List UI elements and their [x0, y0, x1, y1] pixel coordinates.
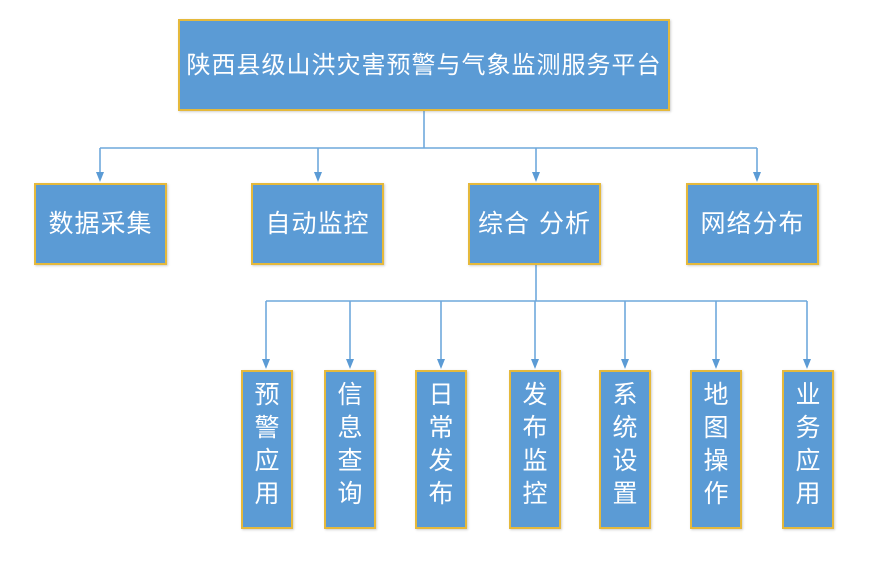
node-level2-auto-monitoring[interactable]: 自动监控	[251, 183, 384, 265]
node-level3-warning-application[interactable]: 预警应用	[241, 370, 293, 529]
level3-connectors	[262, 265, 811, 369]
node-level3-label: 预警应用	[254, 380, 280, 508]
node-level3-label: 系统设置	[612, 380, 638, 508]
level2-connectors	[96, 111, 761, 182]
node-root-platform[interactable]: 陕西县级山洪灾害预警与气象监测服务平台	[178, 19, 670, 111]
node-level3-label: 发布监控	[522, 380, 548, 508]
node-level2-label: 自动监控	[265, 209, 370, 239]
node-level2-data-collection[interactable]: 数据采集	[34, 183, 167, 265]
node-level3-system-settings[interactable]: 系统设置	[599, 370, 651, 529]
node-level3-release-monitoring[interactable]: 发布监控	[509, 370, 561, 529]
node-level2-label: 数据采集	[48, 209, 153, 239]
node-level2-network-distribution[interactable]: 网络分布	[686, 183, 819, 265]
node-level3-label: 日常发布	[428, 380, 454, 508]
node-level3-label: 地图操作	[703, 380, 729, 508]
node-level2-label: 网络分布	[700, 209, 805, 239]
node-level3-label: 信息查询	[337, 380, 363, 508]
node-level3-map-operation[interactable]: 地图操作	[690, 370, 742, 529]
node-level3-information-query[interactable]: 信息查询	[324, 370, 376, 529]
node-level3-label: 业务应用	[795, 380, 821, 508]
node-level2-comprehensive-analysis[interactable]: 综合 分析	[468, 183, 601, 265]
node-root-label: 陕西县级山洪灾害预警与气象监测服务平台	[186, 50, 662, 79]
node-level2-label: 综合 分析	[478, 209, 591, 239]
node-level3-daily-release[interactable]: 日常发布	[415, 370, 467, 529]
node-level3-business-application[interactable]: 业务应用	[782, 370, 834, 529]
